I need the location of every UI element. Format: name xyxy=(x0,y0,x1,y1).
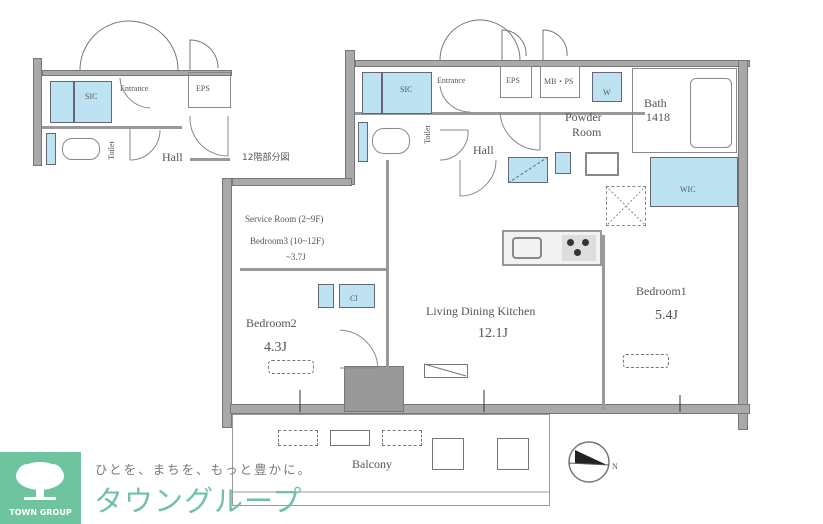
inset-sic-label: SIC xyxy=(85,92,98,101)
balcony-area xyxy=(232,414,550,506)
bath-size: 1418 xyxy=(646,110,670,124)
balcony-label: Balcony xyxy=(352,457,392,471)
evacuation-hatch xyxy=(432,438,464,470)
inset-toilet-bowl xyxy=(62,138,100,160)
inset-sic-shelf xyxy=(50,81,74,123)
burner-icon xyxy=(567,239,574,246)
washing-machine-label: W xyxy=(603,88,611,97)
service-room-label: Service Room (2~9F) xyxy=(245,214,324,224)
eps-label: EPS xyxy=(506,76,520,85)
kitchen-sink xyxy=(512,237,542,259)
ldk-aircon xyxy=(424,364,468,378)
vanity-sink xyxy=(585,152,619,176)
inset-wall-top xyxy=(42,70,232,76)
bedroom3-label: Bedroom3 (10~12F) xyxy=(250,236,325,246)
wall-right xyxy=(738,60,748,430)
toilet-bowl xyxy=(372,128,410,154)
wall-br2-top xyxy=(240,268,388,271)
bathtub xyxy=(690,78,732,148)
bath-label: Bath xyxy=(644,96,667,110)
tree-icon xyxy=(16,462,64,500)
inset-door-swings xyxy=(79,20,229,161)
wall-left-lower xyxy=(222,178,232,428)
inset-eps-room xyxy=(188,72,231,108)
mbps-label: MB・PS xyxy=(544,77,574,86)
ldk-size: 12.1J xyxy=(478,326,508,341)
town-group-logo xyxy=(0,452,81,524)
cl-closet xyxy=(339,284,375,308)
cooktop xyxy=(562,235,596,261)
bedroom1-label: Bedroom1 xyxy=(636,284,687,298)
sic-label: SIC xyxy=(400,85,413,94)
washing-machine-pan xyxy=(592,72,622,102)
inset-caption: 12階部分図 xyxy=(242,153,290,163)
outdoor-unit xyxy=(330,430,370,446)
hall-label: Hall xyxy=(473,143,494,157)
bedroom3-size: ~3.7J xyxy=(286,252,306,262)
entrance-label: Entrance xyxy=(437,76,466,85)
wall-ldk-left xyxy=(386,160,389,410)
wic-label: WIC xyxy=(680,185,696,194)
inset-eps-label: EPS xyxy=(196,84,210,93)
bedroom2-aircon xyxy=(268,360,314,374)
pipe-shaft xyxy=(344,366,404,412)
bedroom2-size: 4.3J xyxy=(264,340,287,355)
inset-hall-threshold xyxy=(190,158,230,161)
bedroom1-aircon xyxy=(623,354,669,368)
sic-area xyxy=(382,72,432,114)
cl-label: Cl xyxy=(350,294,358,303)
compass-icon xyxy=(568,441,610,483)
evacuation-hatch xyxy=(497,438,529,470)
brand-tagline: ひとを、まちを、もっと豊かに。 xyxy=(95,462,313,477)
ldk-label: Living Dining Kitchen xyxy=(426,304,536,318)
brand-name-en: TOWN GROUP xyxy=(9,508,72,517)
brand-name-ja: タウングループ xyxy=(94,484,303,518)
inset-inner-wall xyxy=(42,126,182,129)
wic-area xyxy=(650,157,738,207)
powder-room-label-2: Room xyxy=(572,125,602,139)
shoe-box xyxy=(508,157,548,183)
outdoor-unit xyxy=(278,430,318,446)
powder-room-label-1: Powder xyxy=(565,110,602,124)
inset-toilet-sink xyxy=(46,133,56,165)
inset-sic-area xyxy=(74,81,112,123)
inset-sic-room xyxy=(48,78,116,126)
wall-step xyxy=(232,178,352,186)
refrigerator-space xyxy=(606,186,646,226)
kitchen-counter xyxy=(502,230,602,266)
bath-room xyxy=(632,68,737,153)
sic-shelf xyxy=(362,72,382,114)
burner-icon xyxy=(582,239,589,246)
bedroom1-size: 5.4J xyxy=(655,308,678,323)
toilet-sink xyxy=(358,122,368,162)
eps-room xyxy=(500,66,532,98)
wall-ldk-right xyxy=(602,235,605,410)
outdoor-unit xyxy=(382,430,422,446)
cl-closet-small xyxy=(318,284,334,308)
mbps-room xyxy=(540,66,580,98)
powder-cabinet xyxy=(555,152,571,174)
inset-wall-left xyxy=(33,58,42,166)
bedroom2-label: Bedroom2 xyxy=(246,316,297,330)
inset-hall-label: Hall xyxy=(162,150,183,164)
burner-icon xyxy=(574,249,581,256)
inset-entrance-label: Entrance xyxy=(120,84,149,93)
compass-north-label: N xyxy=(612,462,618,471)
wall-bottom xyxy=(230,404,750,414)
